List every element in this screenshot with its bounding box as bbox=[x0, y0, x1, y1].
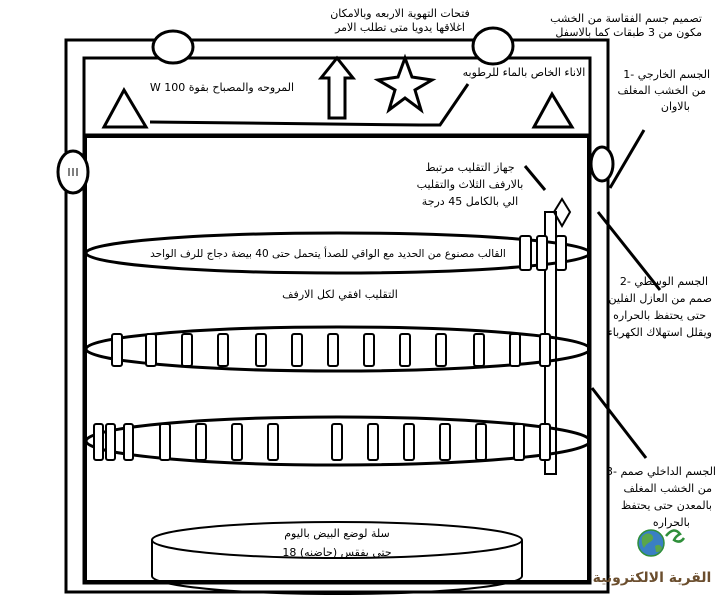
middle-body-leader bbox=[596, 211, 662, 291]
middle-body-label-line-3: حتى يحتفظ بالحراره bbox=[613, 309, 706, 322]
egg-slots bbox=[93, 235, 567, 461]
middle-body-label-line-4: ويقلل استهلاك الكهرباء bbox=[608, 326, 712, 339]
outer-body-leader bbox=[608, 129, 646, 189]
water-vessel-leader bbox=[420, 83, 470, 127]
vent-top-left bbox=[151, 29, 195, 65]
fan-lamp-icon-right bbox=[531, 90, 575, 129]
water-vessel-line bbox=[149, 120, 421, 127]
turning-device-pointer bbox=[523, 165, 547, 191]
fan-lamp-icon-left bbox=[101, 86, 149, 129]
vents-label-line-1: فتحات التهوية الاربعه وبالامكان bbox=[330, 7, 470, 20]
outer-frame bbox=[64, 38, 610, 594]
hatching-basket bbox=[151, 521, 523, 595]
turning-device-icon bbox=[552, 197, 572, 229]
design-label-line-2: مكون من 3 طبقات كما بالاسفل bbox=[555, 26, 702, 39]
airflow-arrow-icon bbox=[317, 55, 357, 120]
vent-top-right bbox=[471, 26, 515, 66]
inner-body-label-line-2: من الخشب المغلف bbox=[624, 482, 713, 495]
basket-label-line-1: سلة لوضع البيض باليوم bbox=[284, 527, 390, 540]
fan-label: W المروحه والمصباح بقوة 100 bbox=[150, 81, 294, 94]
middle-body-label-line-1: 2- الجسم الوسطي bbox=[620, 275, 708, 288]
basket-label-line-2: 18 حتى يفقس (حاضنه) bbox=[282, 546, 391, 559]
design-label-line-1: تصميم جسم الفقاسة من الخشب bbox=[550, 12, 702, 25]
inner-body-label-line-3: بالمعدن حتى يحتفظ bbox=[621, 499, 712, 512]
vent-marks bbox=[68, 168, 78, 176]
inner-body-label-line-4: بالحراره bbox=[653, 516, 690, 529]
middle-body-label-line-2: صمم من العازل الفلين bbox=[609, 292, 712, 305]
outer-body-label-line-1: 1- الجسم الخارجي bbox=[623, 68, 710, 81]
tray-2 bbox=[84, 325, 592, 373]
calligraphy-mark-icon bbox=[665, 529, 686, 543]
vent-side-right bbox=[589, 145, 615, 183]
trays bbox=[84, 231, 592, 467]
turning-device-label-line-3: الي بالكامل 45 درجة bbox=[422, 195, 518, 208]
top-compartment bbox=[101, 53, 575, 129]
tray-3 bbox=[84, 415, 592, 467]
brand-logo: القرية الالكترونية bbox=[593, 529, 712, 586]
tray-1 bbox=[84, 231, 592, 275]
chamber-wall bbox=[85, 136, 589, 582]
vents-label-line-2: اغلاقها يدويا متى تطلب الامر bbox=[334, 21, 465, 34]
inner-body-leader bbox=[590, 387, 648, 459]
leader-lines bbox=[590, 129, 662, 459]
trays-label: القالب مصنوع من الحديد مع الواقي للصدأ ي… bbox=[150, 246, 506, 260]
globe-icon bbox=[637, 529, 665, 557]
star-icon bbox=[373, 53, 437, 114]
turning-device-label-line-2: بالارفف الثلاث والتقليب bbox=[417, 178, 524, 191]
labels: فتحات التهوية الاربعه وبالامكان اغلاقها … bbox=[150, 7, 716, 559]
horizontal-turning-label: التقليب افقي لكل الارفف bbox=[282, 288, 398, 301]
turning-device-label-line-1: جهاز التقليب مرتبط bbox=[425, 161, 514, 174]
outer-body-label-line-3: بالاوان bbox=[661, 100, 690, 113]
outer-body-label-line-2: من الخشب المغلف bbox=[618, 84, 707, 97]
inner-body-label-line-1: 3- الجسم الداخلي صمم bbox=[606, 465, 716, 478]
vents bbox=[56, 26, 615, 195]
water-vessel-label: الاناء الخاص بالماء للرطوبه bbox=[463, 66, 586, 79]
brand-name: القرية الالكترونية bbox=[593, 570, 712, 586]
